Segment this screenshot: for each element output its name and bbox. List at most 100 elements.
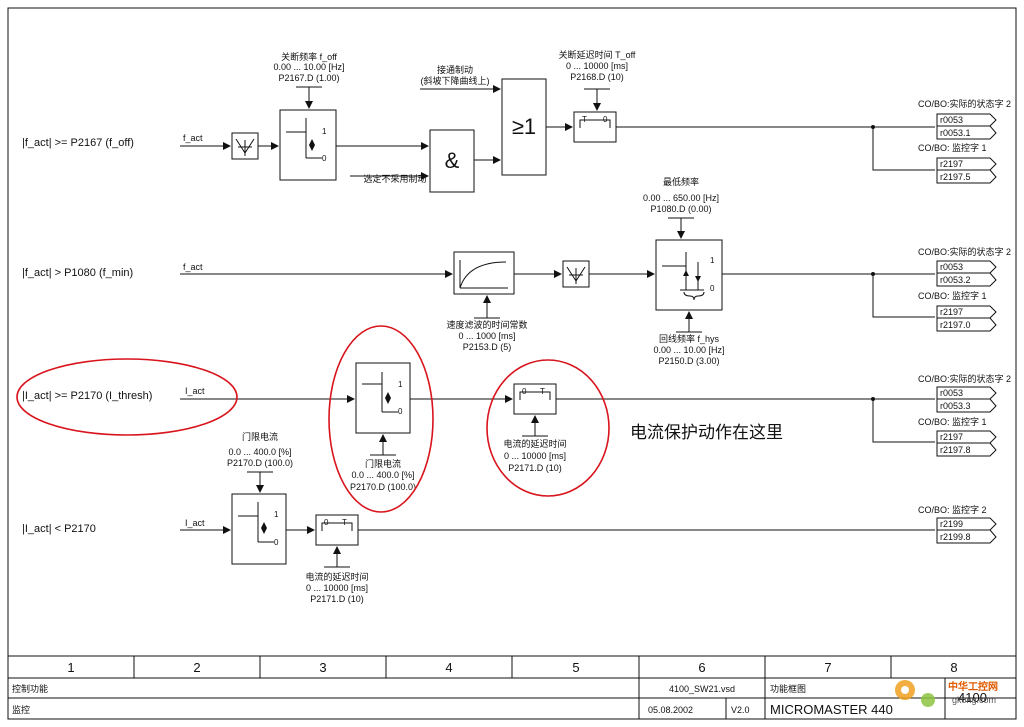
row-4-delay-range: 0 ... 10000 [ms] [306,583,368,593]
row-3-signal-label: |I_act| >= P2170 (I_thresh) [22,390,152,402]
row-2-signal-label: |f_act| > P1080 (f_min) [22,267,133,279]
row-1-out-2-l2: r2197.5 [940,172,971,182]
row-2-out-2-l2: r2197.0 [940,320,971,330]
row-1-or-symbol: ≥1 [512,114,536,139]
watermark-text-2: gkong.com [952,695,996,705]
column-2: 2 [193,660,200,675]
row-3-threshold-param: P2170.D (100.0) [350,482,416,492]
watermark-logo: 中华工控网 gkong.com [895,680,998,707]
row-1-delay-param: P2168.D (10) [570,72,624,82]
highlight-ellipse-delay [486,359,610,497]
row-3-out-2-l2: r2197.8 [940,445,971,455]
row-2-comparator [655,239,723,311]
row-4-out-1-l1: r2199 [940,519,963,529]
row-4-delay-c: 0 [324,518,329,527]
column-1: 1 [67,660,74,675]
row-4-out-1-l2: r2199.8 [940,532,971,542]
highlight-ellipse-comparator [328,325,434,513]
row-1-and-gate [429,129,475,193]
row-1-threshold-title: 关断频率 f_off [281,51,337,62]
footer-diagram-label: 功能框图 [770,683,806,694]
row-3-out-1-l2: r0053.3 [940,401,971,411]
row-4-delay-block [315,514,359,546]
column-5: 5 [572,660,579,675]
column-7: 7 [824,660,831,675]
row-1-out-1-l2: r0053.1 [940,128,971,138]
row-1-delay-t: T [582,115,587,124]
footer-file: 4100_SW21.vsd [669,684,735,694]
column-3: 3 [319,660,326,675]
page-frame [7,7,1017,720]
row-2-level-low: 0 [710,284,715,293]
row-3-threshold-title: 门限电流 [365,458,401,469]
row-3-annotation: 电流保护动作在这里 [630,423,783,442]
footer-section-label: 监控 [12,704,30,715]
row-1-out-2-l1: r2197 [940,159,963,169]
row-1-out-2-title: CO/BO: 监控字 1 [918,142,987,153]
row-4-threshold-range: 0.0 ... 400.0 [%] [228,447,291,457]
row-2-input-label: f_act [183,262,203,272]
highlight-ellipse-signal [16,358,238,436]
row-4: |I_act| < P2170 I_act 门限电流 0.0 ... 400.0… [22,431,997,604]
row-1-out-1-l1: r0053 [940,115,963,125]
row-1-brake-label-1: 接通制动 [437,64,473,75]
row-1-and-input-bottom: 选定不采用制动 [363,173,426,184]
row-2-out-1-title: CO/BO:实际的状态字 2 [918,246,1011,257]
column-8: 8 [950,660,957,675]
row-1-level-high: 1 [322,127,327,136]
row-1-brake-label-2: (斜坡下降曲线上) [421,75,490,86]
row-3-delay-c: 0 [522,387,527,396]
row-1-level-low: 0 [322,154,327,163]
row-4-input-label: I_act [185,518,205,528]
row-3-out-2-title: CO/BO: 监控字 1 [918,416,987,427]
row-4-threshold-param: P2170.D (100.0) [227,458,293,468]
column-6: 6 [698,660,705,675]
row-3-out-1-title: CO/BO:实际的状态字 2 [918,373,1011,384]
footer-product: MICROMASTER 440 [770,702,893,717]
footer-function-label: 控制功能 [12,683,48,694]
row-2-out-1-l1: r0053 [940,262,963,272]
row-2-filter-title: 速度滤波的时间常数 [446,319,527,330]
row-1-and-symbol: & [445,148,460,173]
row-2-threshold-range: 0.00 ... 650.00 [Hz] [643,193,719,203]
row-1-delay-title: 关断延迟时间 T_off [559,49,636,60]
row-1-delay-c: 0 [603,115,608,124]
row-3-comparator [355,362,411,434]
row-2-hys-range: 0.00 ... 10.00 [Hz] [653,345,724,355]
row-1-delay-range: 0 ... 10000 [ms] [566,61,628,71]
footer-date: 05.08.2002 [648,705,693,715]
row-3-out-2-l1: r2197 [940,432,963,442]
row-1-comparator [279,109,337,181]
row-3-level-high: 1 [398,380,403,389]
column-4: 4 [445,660,452,675]
row-2-hys-title: 回线频率 f_hys [659,333,720,344]
row-2-out-2-title: CO/BO: 监控字 1 [918,290,987,301]
row-3-level-low: 0 [398,407,403,416]
row-4-comparator [231,493,287,565]
row-1-input-label: f_act [183,133,203,143]
row-3-delay-title: 电流的延迟时间 [503,438,566,449]
row-2-out-1-l2: r0053.2 [940,275,971,285]
row-4-level-low: 0 [274,538,279,547]
row-1: |f_act| >= P2167 (f_off) f_act 关断频率 f_of… [22,49,1011,193]
row-4-out-1-title: CO/BO: 监控字 2 [918,504,987,515]
footer-version: V2.0 [731,705,750,715]
row-1-threshold-param: P2167.D (1.00) [278,73,339,83]
footer-page: 4100 [958,690,987,705]
row-3: |I_act| >= P2170 (I_thresh) I_act 1 0 门限… [16,325,1011,513]
row-2: |f_act| > P1080 (f_min) f_act 速度滤波的时间常数 … [22,176,1011,366]
row-1-signal-label: |f_act| >= P2167 (f_off) [22,137,134,149]
row-1-threshold-range: 0.00 ... 10.00 [Hz] [273,62,344,72]
row-4-signal-label: |I_act| < P2170 [22,523,96,535]
row-3-out-1-l1: r0053 [940,388,963,398]
row-3-delay-param: P2171.D (10) [508,463,562,473]
row-4-level-high: 1 [274,510,279,519]
row-3-threshold-range: 0.0 ... 400.0 [%] [351,470,414,480]
row-2-filter-range: 0 ... 1000 [ms] [458,331,515,341]
row-2-threshold-param: P1080.D (0.00) [650,204,711,214]
row-3-delay-range: 0 ... 10000 [ms] [504,451,566,461]
row-2-threshold-title: 最低频率 [663,176,699,187]
row-3-input-label: I_act [185,386,205,396]
row-4-threshold-title: 门限电流 [242,431,278,442]
